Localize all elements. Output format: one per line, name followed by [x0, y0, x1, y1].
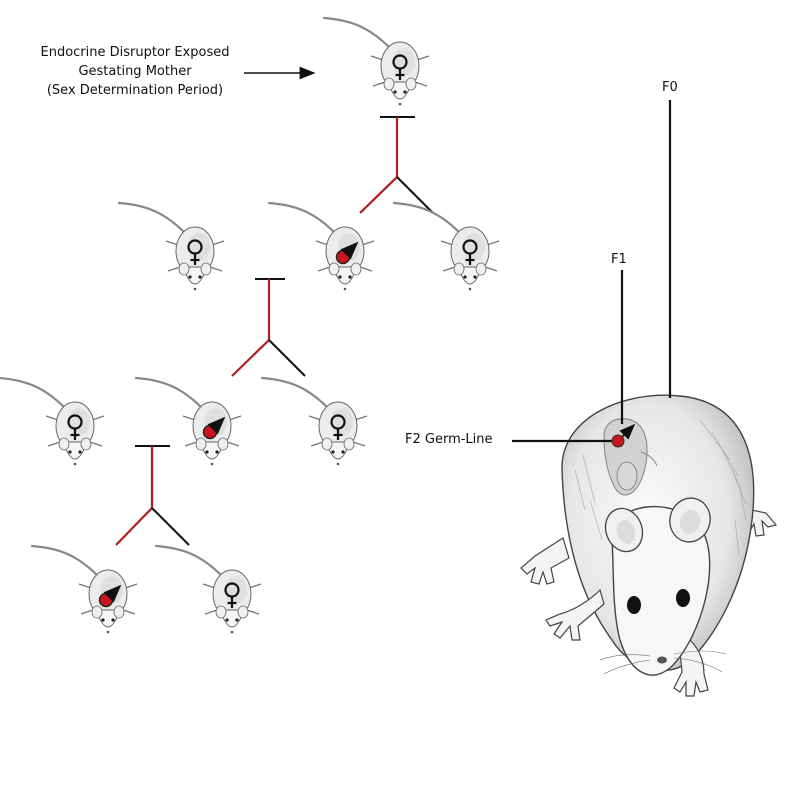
caption-line-1: Endocrine Disruptor Exposed	[40, 45, 230, 60]
embryo-male-arrow	[619, 423, 636, 440]
caption-line-2: Gestating Mother	[78, 64, 192, 79]
caption-line-3: (Sex Determination Period)	[46, 83, 224, 98]
label-f1: F1	[611, 252, 627, 267]
male-symbol-icon	[98, 584, 122, 608]
mouse-gen2-3	[260, 376, 368, 466]
female-symbol-icon	[392, 54, 408, 80]
connector-gen0	[359, 116, 434, 214]
mouse-gen1-1	[117, 201, 225, 291]
label-f0: F0	[662, 80, 678, 95]
mouse-gen1-2	[267, 201, 375, 291]
female-symbol-icon	[67, 414, 83, 440]
mouse-gen3-1	[30, 544, 138, 634]
mouse-gen3-2	[154, 544, 262, 634]
mouse-gen2-1	[0, 376, 105, 466]
female-symbol-icon	[462, 239, 478, 265]
caption: Endocrine Disruptor Exposed Gestating Mo…	[10, 43, 260, 100]
female-symbol-icon	[330, 414, 346, 440]
label-f2-germ-line: F2 Germ-Line	[405, 432, 493, 447]
male-symbol-icon	[202, 416, 226, 440]
connector-gen1	[231, 278, 306, 377]
male-symbol-icon	[335, 241, 359, 265]
female-symbol-icon	[187, 239, 203, 265]
mouse-gen2-2	[134, 376, 242, 466]
female-symbol-icon	[224, 582, 240, 608]
connector-gen2	[115, 445, 190, 546]
mouse-gen0-1	[322, 16, 430, 106]
mouse-gen1-3	[392, 201, 500, 291]
